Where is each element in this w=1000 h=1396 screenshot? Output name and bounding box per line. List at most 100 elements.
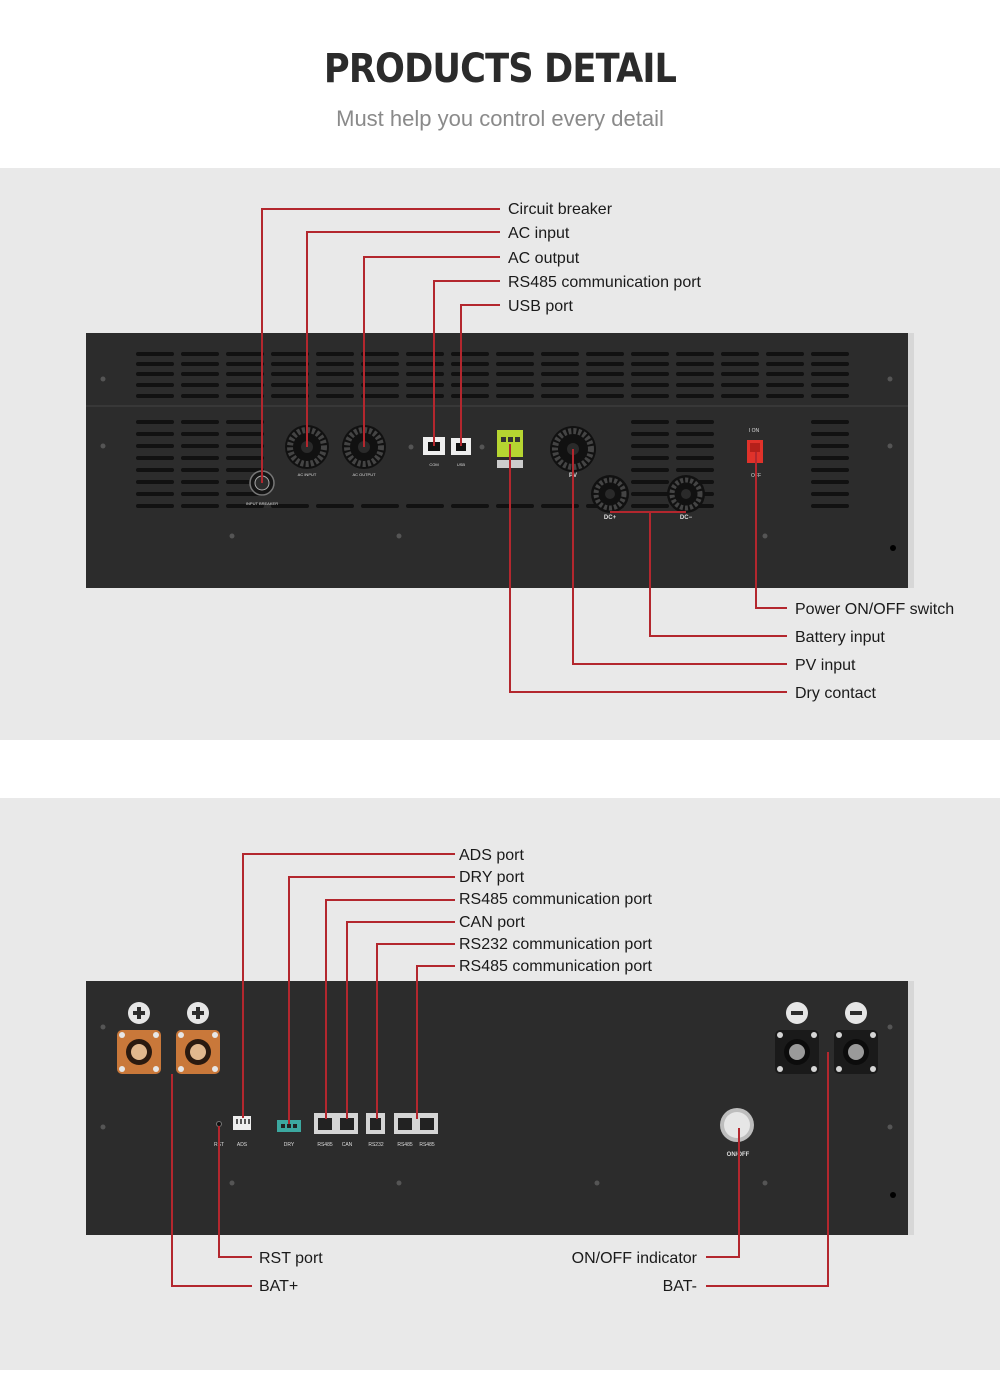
vent-slot [676,420,714,424]
vent-slot [136,492,174,496]
vent-slot [631,394,669,398]
vent-slot [631,456,669,460]
callout-ac-input: AC input [508,225,570,242]
vent-slot [766,394,804,398]
bat-minus-terminal [775,1030,819,1074]
callout-can-port: CAN port [459,914,525,931]
vent-slot [406,504,444,508]
vent-slot [451,362,489,366]
com-label: COM [429,462,438,467]
vent-slot [406,352,444,356]
vent-slot [181,504,219,508]
vent-slot [406,372,444,376]
vent-slot [406,394,444,398]
vent-slot [811,383,849,387]
vent-slot [136,394,174,398]
vent-slot [766,362,804,366]
bat-minus-icon [845,1002,867,1024]
vent-slot [811,492,849,496]
vent-slot [721,352,759,356]
vent-slot [136,456,174,460]
vent-slot [226,420,264,424]
vent-slot [181,456,219,460]
vent-slot [631,352,669,356]
vent-slot [676,352,714,356]
rs485-label-b: RS485 [397,1142,413,1148]
vent-slot [181,480,219,484]
callout-rs485-port-a: RS485 communication port [459,891,653,908]
vent-slot [226,372,264,376]
callout-rs232-port: RS232 communication port [459,936,653,953]
vent-slot [676,362,714,366]
vent-slot [676,444,714,448]
vent-slot [631,362,669,366]
vent-slot [496,383,534,387]
callout-usb-port: USB port [508,298,573,315]
switch-on-label: I ON [749,428,760,434]
vent-slot [586,352,624,356]
vent-slot [136,372,174,376]
vent-slot [226,432,264,436]
vent-slot [361,383,399,387]
onoff-indicator-button [720,1108,754,1142]
callout-ads-port: ADS port [459,847,524,864]
dc-minus-connector [667,475,705,513]
vent-slot [136,362,174,366]
vent-slot [316,372,354,376]
vent-slot [181,468,219,472]
vent-slot [136,444,174,448]
vent-slot [271,362,309,366]
ac-input-label: AC INPUT [298,472,317,477]
callout-bat-plus: BAT+ [259,1278,298,1295]
vent-slot [136,504,174,508]
rs485-label-c: RS485 [419,1142,435,1148]
vent-slot [181,394,219,398]
vent-slot [406,362,444,366]
vent-slot [766,352,804,356]
vent-slot [361,394,399,398]
bat-plus-terminal [176,1030,220,1074]
vent-slot [451,352,489,356]
vent-slot [316,352,354,356]
vent-slot [496,504,534,508]
vent-slot [496,394,534,398]
vent-slot [181,492,219,496]
callout-onoff-indicator: ON/OFF indicator [572,1250,698,1267]
vent-slot [676,468,714,472]
bat-minus-icon [786,1002,808,1024]
vent-slot [226,456,264,460]
vent-slot [136,352,174,356]
vent-slot [676,432,714,436]
vent-slot [811,468,849,472]
rs232-label: RS232 [368,1142,384,1148]
vent-slot [811,480,849,484]
vent-slot [271,372,309,376]
dc-plus-label: DC+ [604,515,617,521]
vent-slot [676,456,714,460]
vent-slot [676,372,714,376]
vent-slot [811,444,849,448]
vent-slot [676,394,714,398]
dc-minus-label: DC− [680,515,693,521]
vent-slot [676,383,714,387]
vent-slot [811,456,849,460]
ac-output-label: AC OUTPUT [352,472,376,477]
vent-slot [181,444,219,448]
vent-slot [631,420,669,424]
callout-rs485-port-b: RS485 communication port [459,958,653,975]
vent-slot [631,492,669,496]
vent-slot [226,394,264,398]
vent-slot [361,504,399,508]
rs485-label-a: RS485 [317,1142,333,1148]
vent-slot [271,352,309,356]
callout-rs485-port: RS485 communication port [508,274,702,291]
vent-slot [811,372,849,376]
vent-slot [766,383,804,387]
vent-slot [541,383,579,387]
vent-slot [226,468,264,472]
vent-slot [541,504,579,508]
inverter-leader-lines [261,208,787,693]
vent-slot [316,394,354,398]
can-label: CAN [342,1142,353,1148]
bat-plus-terminal [117,1030,161,1074]
